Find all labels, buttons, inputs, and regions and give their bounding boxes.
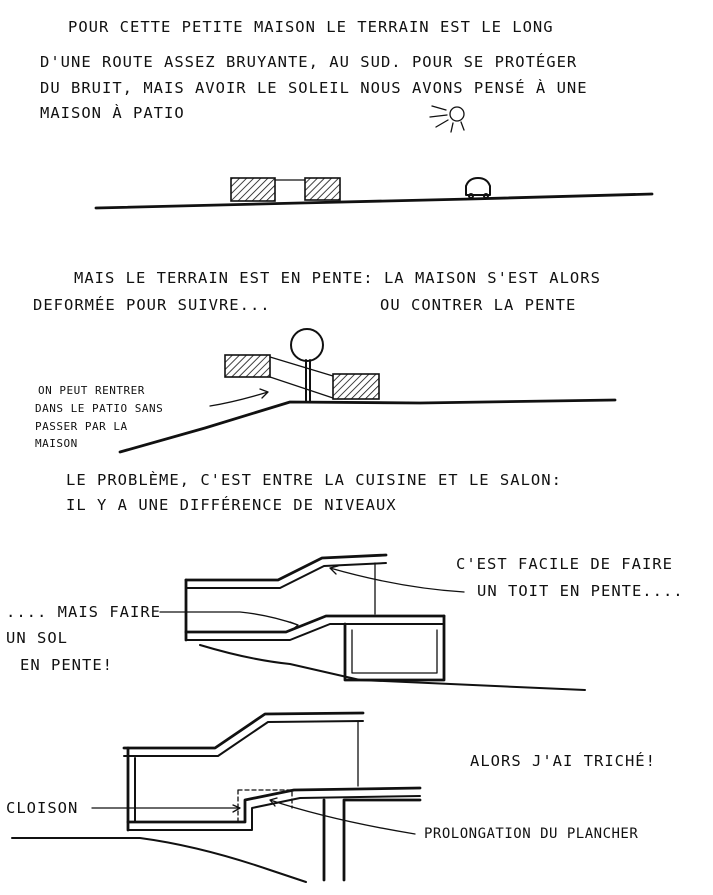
roof-note-line-2: UN TOIT EN PENTE.... <box>477 582 684 600</box>
section-3-roof <box>184 553 388 582</box>
problem-line-1: LE PROBLÈME, C'EST ENTRE LA CUISINE ET L… <box>66 470 562 489</box>
section-3-floor <box>184 614 446 634</box>
section-3-floor-inner <box>185 623 445 641</box>
intro-text: POUR CETTE PETITE MAISON LE TERRAIN EST … <box>40 18 588 122</box>
section-3-roof-inner <box>185 562 387 589</box>
patio-note-line-1: ON PEUT RENTRER <box>38 384 145 397</box>
prolongation-arrow <box>269 797 416 835</box>
sloped-floor-section <box>159 553 586 691</box>
sloped-site-sketch <box>118 328 617 454</box>
problem-line-2: IL Y A UNE DIFFÉRENCE DE NIVEAUX <box>66 495 397 514</box>
floor-note-line-2: UN SOL <box>6 629 68 647</box>
house-upper-block <box>224 354 271 378</box>
patio-arrow <box>209 388 269 407</box>
cloison-dashed-partition <box>237 789 293 823</box>
trick-section <box>11 711 422 883</box>
section-4-lower-box <box>322 798 422 882</box>
section-3-lower-box-inner <box>351 629 438 674</box>
intro-line-3: DU BRUIT, MAIS AVOIR LE SOLEIL NOUS AVON… <box>40 78 588 97</box>
tree-icon <box>290 328 324 403</box>
patio-note-line-2: DANS LE PATIO SANS <box>35 402 163 415</box>
floor-note-line-1: .... MAIS FAIRE <box>6 603 161 621</box>
section-4-ground <box>11 837 307 883</box>
house-wall-right <box>304 177 341 201</box>
patio-note-line-4: MAISON <box>35 437 78 450</box>
house-wall-left <box>230 177 276 202</box>
car-icon <box>465 177 491 199</box>
roof-note: C'EST FACILE DE FAIRE UN TOIT EN PENTE..… <box>456 555 684 600</box>
intro-line-1: POUR CETTE PETITE MAISON LE TERRAIN EST … <box>68 18 554 36</box>
section-3-ground <box>199 644 586 691</box>
section-4-roof-inner <box>123 720 364 757</box>
section-3-lower-box <box>343 614 446 682</box>
cheat-note: ALORS J'AI TRICHÉ! <box>470 751 656 770</box>
section-4-floor <box>126 786 422 824</box>
floor-note: .... MAIS FAIRE UN SOL EN PENTE! <box>6 603 161 674</box>
slope-text: MAIS LE TERRAIN EST EN PENTE: LA MAISON … <box>33 269 601 314</box>
roof-arrow <box>329 565 465 593</box>
flat-site-sketch <box>94 177 654 210</box>
floor-note-line-3: EN PENTE! <box>20 656 113 674</box>
cloison-label: CLOISON <box>6 799 78 817</box>
flat-ground-line <box>94 192 654 210</box>
prolongation-label: PROLONGATION DU PLANCHER <box>424 826 638 842</box>
house-lower-block <box>332 373 380 400</box>
roof-note-line-1: C'EST FACILE DE FAIRE <box>456 555 673 573</box>
problem-text: LE PROBLÈME, C'EST ENTRE LA CUISINE ET L… <box>66 470 562 514</box>
floor-arrow <box>159 611 299 631</box>
section-4-roof <box>122 711 365 750</box>
slope-line-2a: DEFORMÉE POUR SUIVRE... <box>33 295 271 314</box>
slope-line-1: MAIS LE TERRAIN EST EN PENTE: LA MAISON … <box>74 269 601 287</box>
sloped-ground-line <box>118 398 617 454</box>
intro-line-2: D'UNE ROUTE ASSEZ BRUYANTE, AU SUD. POUR… <box>40 52 577 71</box>
cloison-arrow <box>91 804 241 813</box>
patio-note: ON PEUT RENTRER DANS LE PATIO SANS PASSE… <box>35 384 163 450</box>
intro-line-4: MAISON À PATIO <box>40 103 185 122</box>
section-4-floor-inner <box>127 795 421 831</box>
sun-icon <box>429 105 465 133</box>
patio-roof-line <box>269 356 334 399</box>
patio-note-line-3: PASSER PAR LA <box>35 420 128 433</box>
slope-line-2b: OU CONTRER LA PENTE <box>380 296 576 314</box>
